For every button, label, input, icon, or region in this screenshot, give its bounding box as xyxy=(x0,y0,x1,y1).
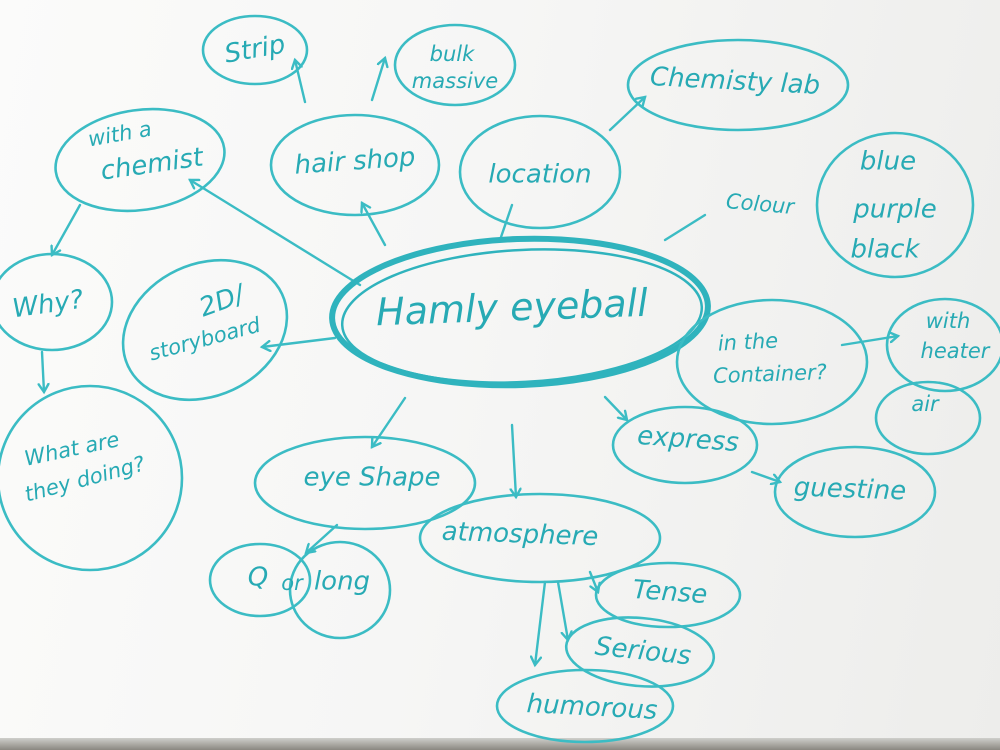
arrow-why-to-what xyxy=(42,350,44,392)
humorous-bubble xyxy=(495,668,675,744)
hair-shop-bubble xyxy=(269,113,441,217)
arrow-container-to-heater xyxy=(840,336,898,347)
or-label: or xyxy=(281,571,304,595)
express-label: express xyxy=(636,421,740,458)
arrow-center-to-eye-shape xyxy=(372,396,407,447)
arrow-hair-to-strip xyxy=(295,60,307,104)
what-doing-bubble xyxy=(0,384,184,572)
question-label: guestine xyxy=(793,473,906,507)
long-label: long xyxy=(314,567,370,597)
container-bubble xyxy=(675,298,869,426)
why-label: Why? xyxy=(11,285,86,325)
table-edge xyxy=(0,738,1000,750)
line-center-to-colour xyxy=(663,213,707,242)
arrow-center-to-storyboard xyxy=(262,336,337,347)
arrow-atmos-to-humorous xyxy=(535,580,547,665)
arrow-center-to-chemist xyxy=(190,180,362,287)
massive-label: massive xyxy=(412,69,498,93)
air-bubble xyxy=(874,380,982,456)
arrow-center-to-express xyxy=(603,395,627,420)
eye-shape-bubble xyxy=(253,435,477,531)
arrow-eye-to-q xyxy=(306,523,339,553)
atmosphere-label: atmosphere xyxy=(441,517,599,552)
strip-label: Strip xyxy=(222,29,287,69)
colour-values-bubble xyxy=(815,131,975,279)
long-bubble xyxy=(288,540,392,640)
colour-label: Colour xyxy=(725,189,796,219)
tense-bubble xyxy=(594,561,742,629)
location-bubble xyxy=(458,114,622,230)
bulk-bubble xyxy=(393,23,517,107)
serious-bubble xyxy=(564,616,716,688)
hair-shop-label: hair shop xyxy=(294,142,417,180)
labels: Hamly eyeball Strip bulk massive hair sh… xyxy=(11,29,991,725)
central-bubble xyxy=(329,235,711,389)
in-the-label: in the xyxy=(717,328,778,355)
question-bubble xyxy=(773,445,937,539)
arrow-hair-to-bulk xyxy=(370,58,385,102)
eye-shape-label: eye Shape xyxy=(303,463,440,493)
q-label: Q xyxy=(248,563,268,593)
blue-label: blue xyxy=(860,147,916,177)
bulk-label: bulk xyxy=(430,42,475,66)
storyboard-bubble xyxy=(121,258,289,402)
express-bubble xyxy=(611,405,759,485)
arrow-atmos-to-serious xyxy=(556,580,568,640)
q-bubble xyxy=(208,542,312,618)
purple-label: purple xyxy=(852,195,936,225)
strip-bubble xyxy=(201,14,309,86)
humorous-label: humorous xyxy=(526,689,658,726)
chemistry-lab-label: Chemisty lab xyxy=(649,62,821,101)
bubbles xyxy=(0,14,1000,744)
with-label: with xyxy=(926,309,971,333)
arrow-express-to-question xyxy=(750,470,780,482)
arrow-chemist-to-why xyxy=(52,203,82,255)
heater-bubble xyxy=(885,297,1000,393)
container-label: Container? xyxy=(713,360,828,388)
location-label: location xyxy=(488,160,591,190)
chemist-bubble xyxy=(54,107,226,213)
atmosphere-bubble xyxy=(418,492,662,584)
heater-label: heater xyxy=(921,339,991,363)
central-bubble-inner-stroke xyxy=(340,248,704,384)
connectors xyxy=(42,58,898,665)
why-bubble xyxy=(0,252,114,352)
central-label: Hamly eyeball xyxy=(375,281,649,334)
tense-label: Tense xyxy=(632,575,709,610)
arrow-location-to-lab xyxy=(608,97,645,132)
arrow-center-to-atmosphere xyxy=(512,423,516,497)
black-label: black xyxy=(850,235,920,265)
chemistry-lab-bubble xyxy=(626,38,850,132)
air-label: air xyxy=(911,392,940,416)
arrow-center-to-hair xyxy=(362,203,387,247)
serious-label: Serious xyxy=(594,632,693,672)
